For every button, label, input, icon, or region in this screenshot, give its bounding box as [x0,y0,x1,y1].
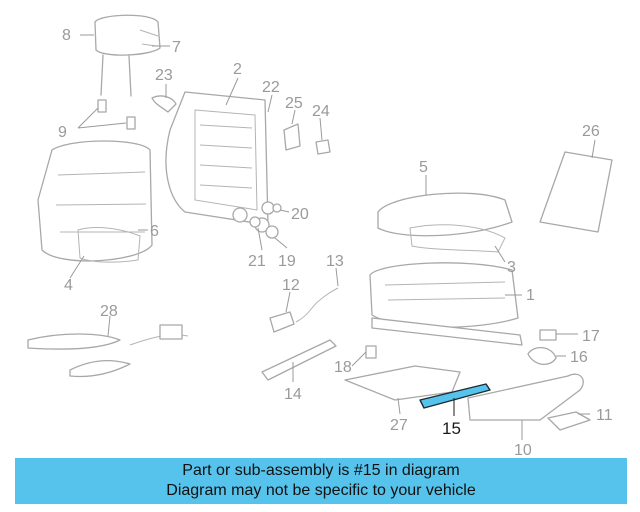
callout-21: 21 [248,253,266,270]
part-26 [539,151,613,233]
part-14 [261,339,337,381]
callout-25: 25 [285,95,303,112]
part-21 [249,216,261,228]
parts-diagram: 8 7 23 2 22 25 24 9 26 5 20 6 21 19 13 3… [27,14,613,456]
part-17 [539,329,557,341]
callout-8: 8 [62,27,71,44]
callout-9: 9 [58,124,67,141]
leader-lines [69,34,596,440]
callout-27: 27 [390,417,408,434]
part-16 [527,347,557,365]
seat-back-cushion [37,140,153,263]
seat-cushion [377,192,513,253]
callout-18: 18 [334,359,352,376]
callout-16: 16 [570,349,588,366]
bolts [97,99,136,130]
callout-11: 11 [596,407,613,424]
banner-line-2: Diagram may not be specific to your vehi… [166,482,476,499]
callout-6: 6 [150,223,159,240]
part-19 [265,225,279,239]
callout-17: 17 [582,328,600,345]
info-banner: Part or sub-assembly is #15 in diagram D… [15,458,627,504]
callout-7: 7 [172,39,181,56]
highlighted-part-15[interactable] [419,383,491,409]
callout-24: 24 [312,103,330,120]
callout-4: 4 [64,277,73,294]
callout-2: 2 [233,61,242,78]
callout-12: 12 [282,277,300,294]
callout-19: 19 [278,253,296,270]
part-20 [272,203,282,213]
callout-10: 10 [514,442,532,456]
callout-5: 5 [419,159,428,176]
part-28 [27,333,121,350]
callout-26: 26 [582,123,600,140]
callout-14: 14 [284,386,302,403]
callout-labels: 8 7 23 2 22 25 24 9 26 5 20 6 21 19 13 3… [58,27,613,456]
part-24 [315,139,331,155]
part-27 [344,365,461,401]
part-10 [467,373,584,421]
part-25 [283,123,301,151]
callout-28: 28 [100,303,118,320]
callout-23: 23 [155,67,173,84]
callout-20: 20 [291,206,309,223]
banner-line-1: Part or sub-assembly is #15 in diagram [182,462,460,479]
callout-3: 3 [507,259,516,276]
headrest [94,14,161,97]
cable [295,287,339,323]
part-11 [547,411,591,431]
part-12 [269,311,295,333]
seat-cushion-frame [369,262,523,346]
callout-1: 1 [526,287,535,304]
callout-15: 15 [442,419,461,438]
seat-back-frame [165,91,275,233]
part-23 [151,95,177,113]
part-18 [365,345,377,359]
callout-13: 13 [326,253,344,270]
callout-22: 22 [262,79,280,96]
